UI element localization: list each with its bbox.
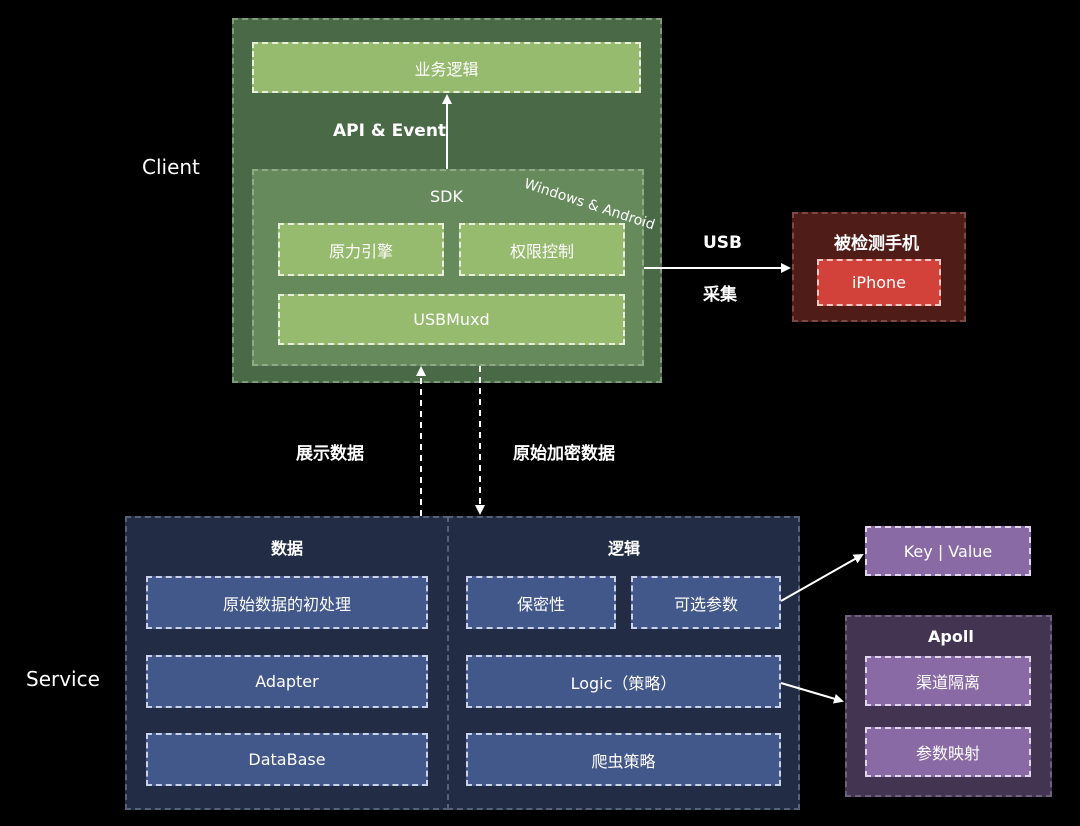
- logic-panel-title: 逻辑: [608, 539, 641, 558]
- service-side-label: Service: [26, 667, 100, 691]
- device-title: 被检测手机: [834, 234, 919, 254]
- usb-label: USB: [703, 233, 743, 253]
- logic-strategy-box: Logic（策略）: [466, 655, 781, 708]
- data-panel-title: 数据: [271, 539, 304, 558]
- collect-label: 采集: [703, 285, 737, 305]
- sdk-title: SDK: [430, 187, 463, 206]
- engine-box: 原力引擎: [278, 223, 444, 276]
- security-box: 保密性: [466, 576, 616, 629]
- raw-encrypted-label: 原始加密数据: [513, 444, 615, 464]
- apoll-item: 渠道隔离: [865, 656, 1031, 706]
- api-event-label: API & Event: [333, 121, 447, 141]
- optional-params-box: 可选参数: [631, 576, 781, 629]
- client-side-label: Client: [142, 155, 200, 179]
- permission-box: 权限控制: [459, 223, 625, 276]
- params-to-kv-arrow: [780, 554, 864, 602]
- logic-to-apoll-arrow: [780, 682, 844, 704]
- key-value-box: Key | Value: [865, 526, 1031, 576]
- data-item: Adapter: [146, 655, 428, 708]
- business-logic-box: 业务逻辑: [252, 42, 641, 93]
- crawler-strategy-box: 爬虫策略: [466, 733, 781, 786]
- apoll-title: Apoll: [928, 627, 974, 646]
- usbmuxd-box: USBMuxd: [278, 294, 625, 345]
- data-item: 原始数据的初处理: [146, 576, 428, 629]
- apoll-item: 参数映射: [865, 727, 1031, 777]
- iphone-box: iPhone: [817, 259, 941, 306]
- data-item: DataBase: [146, 733, 428, 786]
- display-data-label: 展示数据: [296, 444, 364, 464]
